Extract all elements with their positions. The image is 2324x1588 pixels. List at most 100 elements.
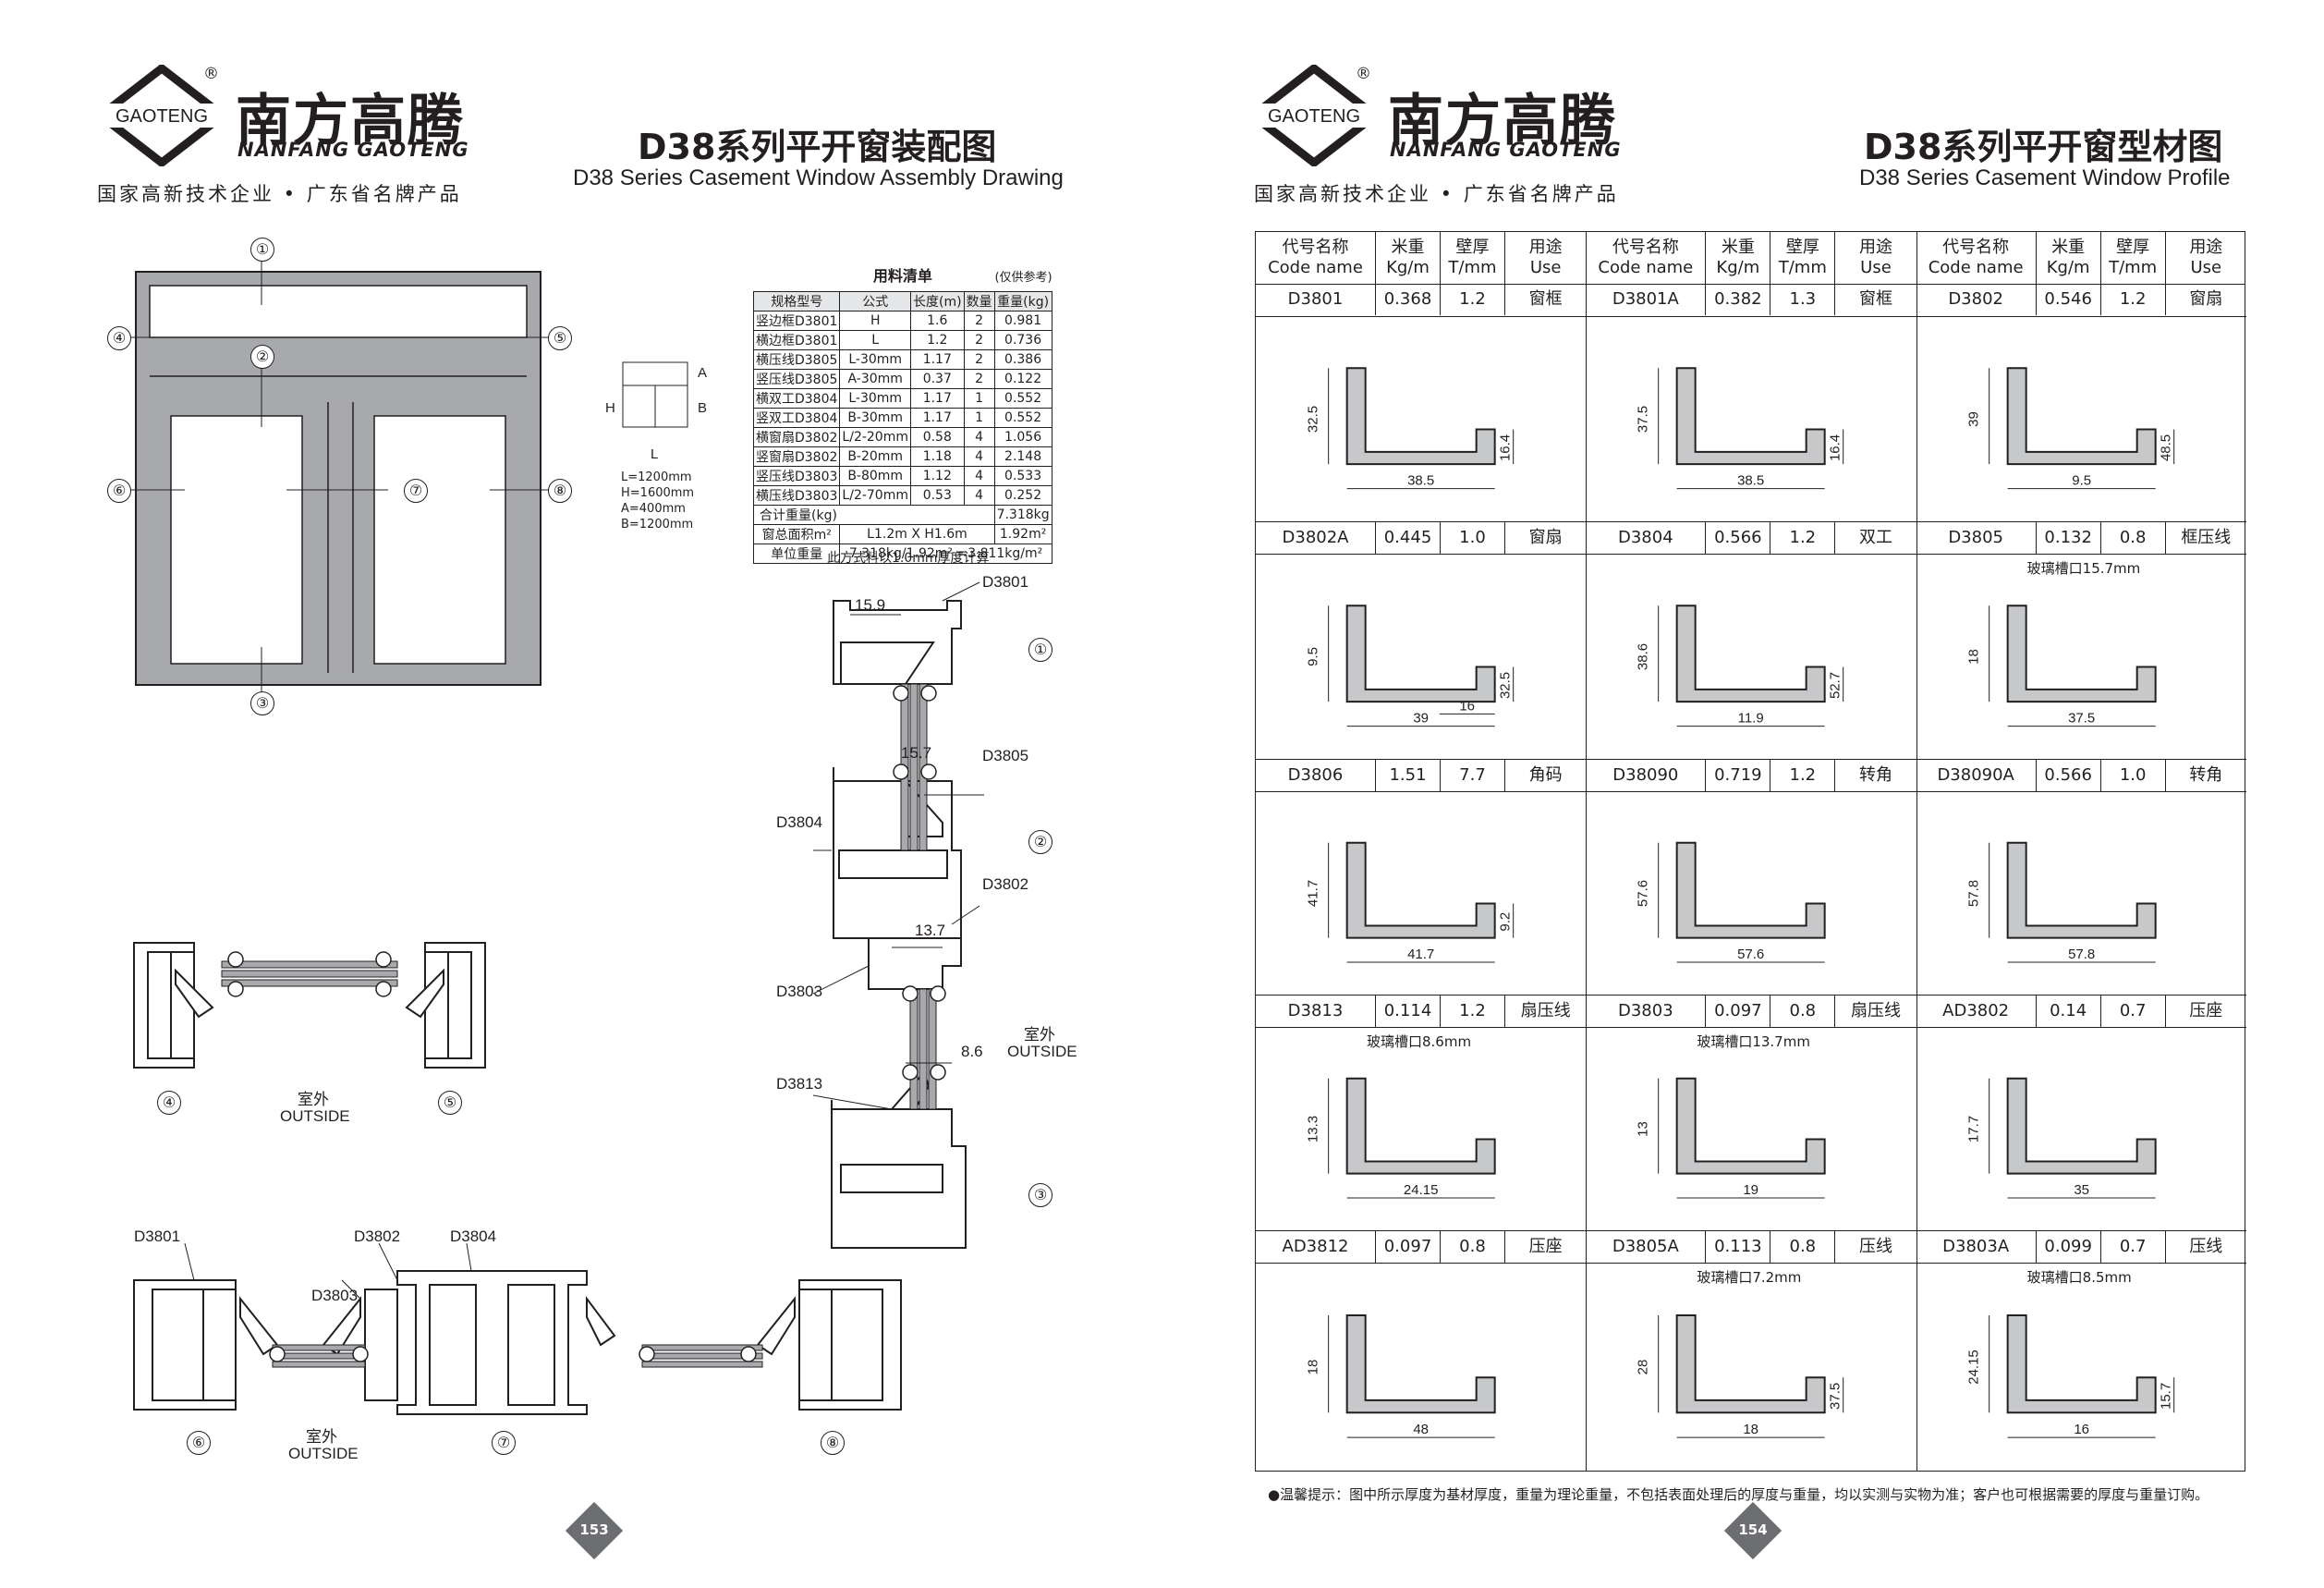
material-list-cell: 1.056 <box>993 427 1052 447</box>
material-list-cell: 2 <box>963 369 995 389</box>
dimension-label: 16 <box>1459 698 1475 714</box>
dimension-label: 9.5 <box>2072 473 2091 489</box>
dimension-label: 52.7 <box>1828 672 1843 699</box>
profile-kgm: 0.566 <box>1706 522 1771 554</box>
material-list-cell: 1.17 <box>910 349 965 370</box>
profile-kgm: 0.368 <box>1376 284 1441 315</box>
sketch-dimensions: L=1200mm H=1600mm A=400mm B=1200mm <box>621 470 695 531</box>
profile-t: 7.7 <box>1441 760 1505 791</box>
outside-en-vertical: OUTSIDE <box>1007 1043 1077 1060</box>
sketch-label-l: L <box>651 446 659 462</box>
profile-outline <box>1345 1077 1496 1175</box>
glass-slot-note: 玻璃槽口7.2mm <box>1697 1269 1802 1286</box>
material-list-cell: 竖窗扇D3802 <box>752 446 841 467</box>
material-list-cell: 0.252 <box>993 485 1052 506</box>
label-d3802-horizontal: D3802 <box>354 1228 401 1245</box>
dimension-label: 28 <box>1636 1360 1651 1375</box>
brand-name-en: NANFANG GAOTENG <box>237 139 469 161</box>
dimension-label: 38.5 <box>1407 473 1434 489</box>
brand-header-right: GAOTENG ® 南方高腾 NANFANG GAOTENG <box>1249 65 1621 166</box>
profile-code: D3802A <box>1256 522 1376 554</box>
dimension-label: 32.5 <box>1498 672 1514 699</box>
dimension-label: 39 <box>1413 711 1429 727</box>
material-list-cell: 4 <box>963 466 995 486</box>
brand-name-en: NANFANG GAOTENG <box>1390 139 1622 161</box>
material-list-cell: L-30mm <box>839 388 911 409</box>
material-list-cell: 0.53 <box>910 485 965 506</box>
profile-t: 1.2 <box>1441 996 1505 1027</box>
profile-outline <box>2006 1077 2157 1175</box>
brand-name-cn: 南方高腾 <box>236 89 465 153</box>
material-list-cell: 竖双工D3804 <box>752 408 841 428</box>
material-list-cell: 0.37 <box>910 369 965 389</box>
profile-t: 1.2 <box>1770 522 1836 554</box>
profile-t: 0.8 <box>2101 522 2166 554</box>
material-list-cell: 0.981 <box>993 311 1052 331</box>
dimension-label: 11.9 <box>1738 711 1764 727</box>
callout-3: ③ <box>250 691 274 715</box>
section-6-7-8-drawing <box>133 1243 902 1415</box>
profile-code: D38090A <box>1916 760 2037 791</box>
profile-kgm: 0.097 <box>1376 1231 1441 1263</box>
material-list-cell: 0.736 <box>993 330 1052 350</box>
profile-use: 窗框 <box>1528 289 1563 309</box>
page-title-cn: D38系列平开窗装配图 <box>638 127 997 167</box>
material-list-cell: L <box>839 330 911 350</box>
material-list-cell: 0.386 <box>993 349 1052 370</box>
profile-outline <box>1345 841 1496 939</box>
dimension-label: 15.7 <box>2158 1383 2173 1410</box>
profile-use: 框压线 <box>2181 528 2232 547</box>
label-d3804-vertical: D3804 <box>776 813 823 831</box>
dimension-label: 41.7 <box>1407 947 1434 962</box>
profile-kgm: 1.51 <box>1376 760 1441 791</box>
dimension-label: 48 <box>1413 1422 1429 1437</box>
profile-code: D3806 <box>1256 760 1376 791</box>
profile-section-shape: 13.324.15 <box>1306 1077 1496 1199</box>
profile-outline <box>1675 367 1826 466</box>
label-d3803-horizontal: D3803 <box>311 1287 359 1304</box>
profile-kgm: 0.132 <box>2037 522 2101 554</box>
dimension-label: 19 <box>1744 1182 1759 1198</box>
profile-outline <box>2006 367 2157 466</box>
profile-use: 压座 <box>1528 1237 1563 1256</box>
profile-t: 0.8 <box>1770 1231 1836 1263</box>
material-list-cell: L/2-70mm <box>839 485 911 506</box>
profile-use: 扇压线 <box>1850 1001 1901 1020</box>
dimension-label: 38.6 <box>1636 643 1651 670</box>
profile-kgm: 0.14 <box>2037 996 2101 1027</box>
outside-cn-vertical: 室外 <box>1024 1026 1055 1044</box>
callout-5: ⑤ <box>548 326 572 350</box>
material-list-cell: 4 <box>963 446 995 467</box>
profile-t: 1.2 <box>2101 284 2166 315</box>
profile-code: AD3802 <box>1916 996 2037 1027</box>
vertical-section-drawing <box>813 581 984 1249</box>
slogan: 国家高新技术企业 • 广东省名牌产品 <box>97 183 462 205</box>
gaoteng-logo-icon: GAOTENG <box>1249 65 1379 166</box>
profile-use: 转角 <box>2189 765 2223 785</box>
profile-code: AD3812 <box>1256 1231 1376 1263</box>
profile-outline <box>2006 605 2157 703</box>
profile-kgm: 0.566 <box>2037 760 2101 791</box>
callout-6-section: ⑥ <box>187 1431 211 1455</box>
label-d3803-vertical: D3803 <box>776 983 823 1000</box>
dim-15-7: 15.7 <box>901 744 932 762</box>
profile-kgm: 0.113 <box>1706 1231 1771 1263</box>
material-list-cell: 1 <box>963 388 995 409</box>
material-list-caption: 用料清单 <box>872 267 932 285</box>
slogan: 国家高新技术企业 • 广东省名牌产品 <box>1254 183 1619 205</box>
material-list-cell: 1.17 <box>910 408 965 428</box>
callout-4-section: ④ <box>157 1091 181 1115</box>
page-title-cn: D38系列平开窗型材图 <box>1864 127 2223 167</box>
material-list-cell: 1 <box>963 408 995 428</box>
